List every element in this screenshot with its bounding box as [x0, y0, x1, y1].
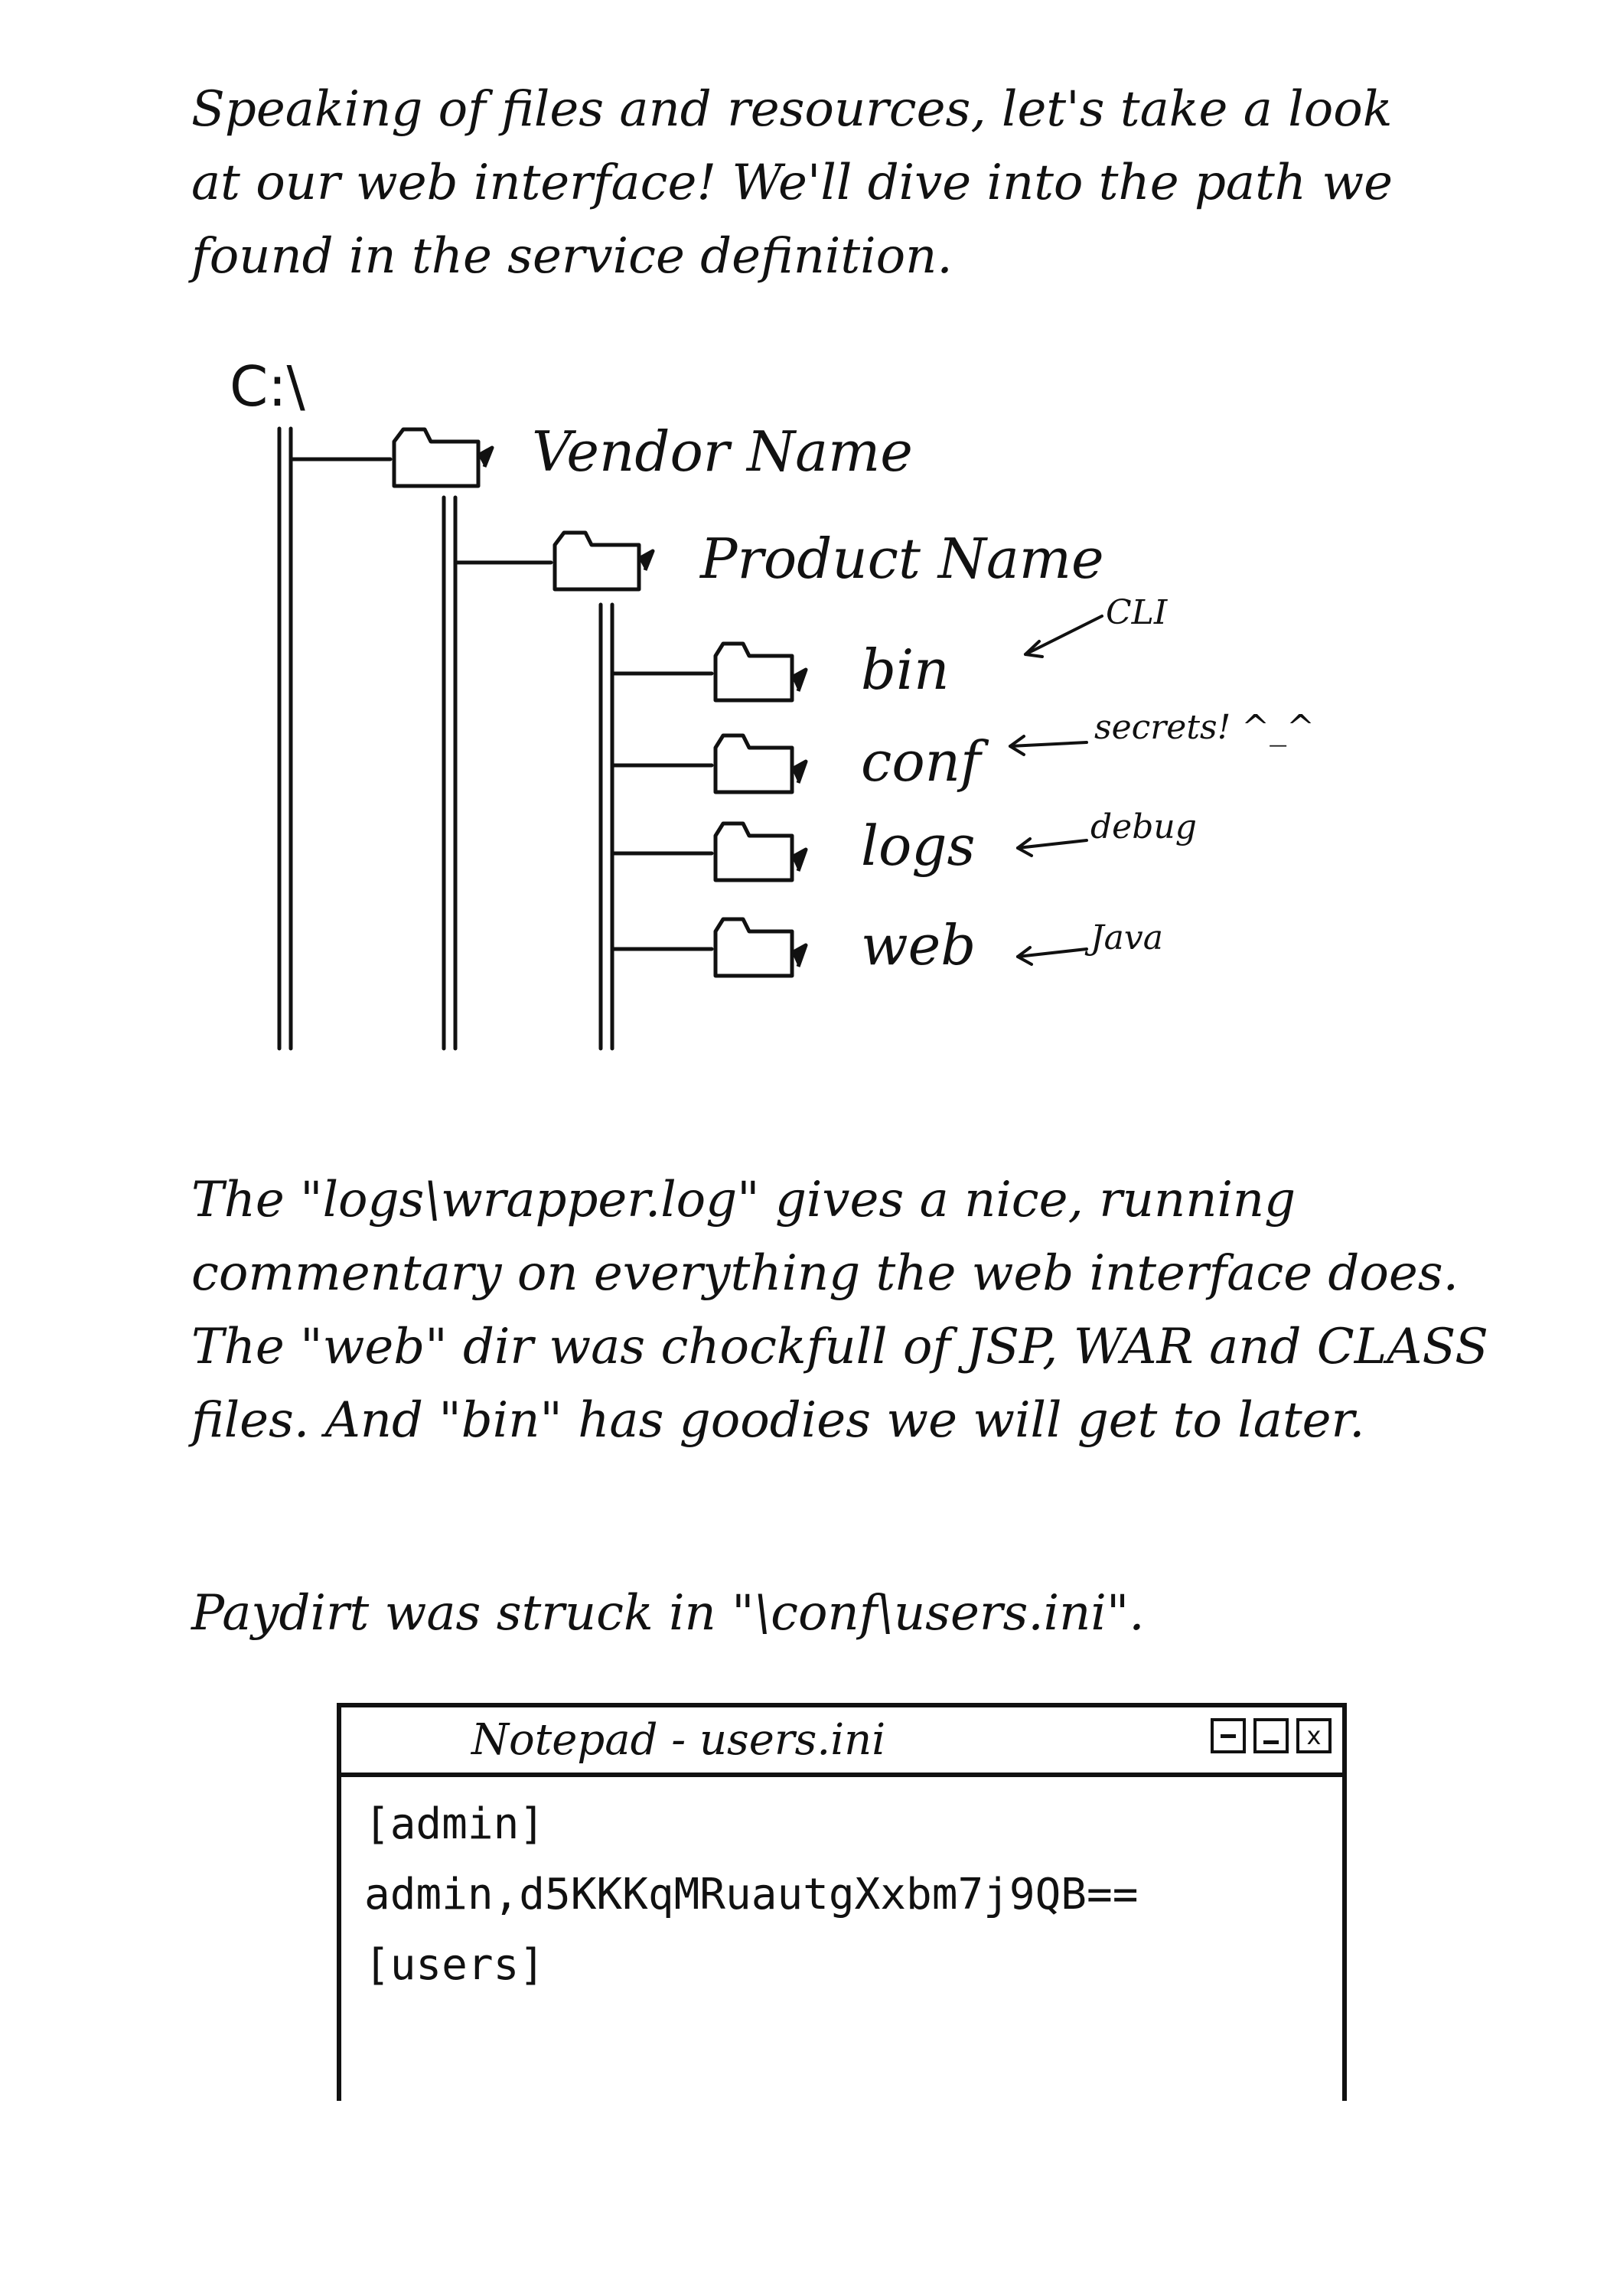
folder-icon	[553, 530, 655, 592]
notepad-title: Notepad - users.ini	[471, 1715, 886, 1765]
folder-icon	[713, 917, 808, 978]
folder-label-conf: conf	[861, 729, 989, 794]
annotation-conf: secrets! ^_^	[1094, 708, 1315, 747]
notepad-line: [users]	[364, 1940, 546, 1990]
annotation-logs: debug	[1090, 807, 1197, 846]
arrow-icon	[1009, 741, 1088, 748]
folder-label-bin: bin	[861, 638, 950, 702]
minimize-button[interactable]	[1211, 1718, 1246, 1753]
arrow-icon	[1016, 947, 1088, 958]
close-button[interactable]: x	[1296, 1718, 1332, 1753]
window-controls: x	[1211, 1718, 1332, 1753]
annotation-web: Java	[1084, 918, 1163, 957]
notepad-line: [admin]	[364, 1799, 546, 1849]
notepad-text-area[interactable]: [admin] admin,d5KKKqMRuautgXxbm7j9QB== [us…	[341, 1777, 1342, 2013]
notepad-titlebar[interactable]: Notepad - users.ini x	[341, 1707, 1342, 1777]
intro-paragraph: Speaking of files and resources, let's t…	[191, 81, 1393, 285]
close-icon: x	[1306, 1721, 1322, 1750]
folder-icon	[392, 427, 494, 488]
maximize-button[interactable]	[1253, 1718, 1289, 1753]
arrow-icon	[1016, 839, 1088, 850]
folder-label-logs: logs	[861, 814, 975, 878]
notepad-window: Notepad - users.ini x [admin] admin,d5KKK…	[337, 1703, 1347, 2101]
paydirt-paragraph: Paydirt was struck in "\conf\users.ini".	[191, 1585, 1145, 1642]
folder-icon	[713, 733, 808, 794]
directory-tree-diagram: C:\ Vendor Name Product Name bin conf lo…	[230, 354, 1315, 1051]
root-drive-label: C:\	[230, 354, 306, 419]
folder-icon	[713, 821, 808, 882]
vendor-folder-label: Vendor Name	[532, 419, 913, 484]
arrow-icon	[1024, 615, 1103, 656]
notepad-line: admin,d5KKKqMRuautgXxbm7j9QB==	[364, 1870, 1139, 1919]
product-folder-label: Product Name	[699, 527, 1104, 591]
annotation-bin: CLI	[1106, 593, 1169, 632]
folder-icon	[713, 641, 808, 703]
commentary-paragraph: The "logs\wrapper.log" gives a nice, run…	[191, 1172, 1488, 1449]
folder-label-web: web	[861, 913, 976, 977]
